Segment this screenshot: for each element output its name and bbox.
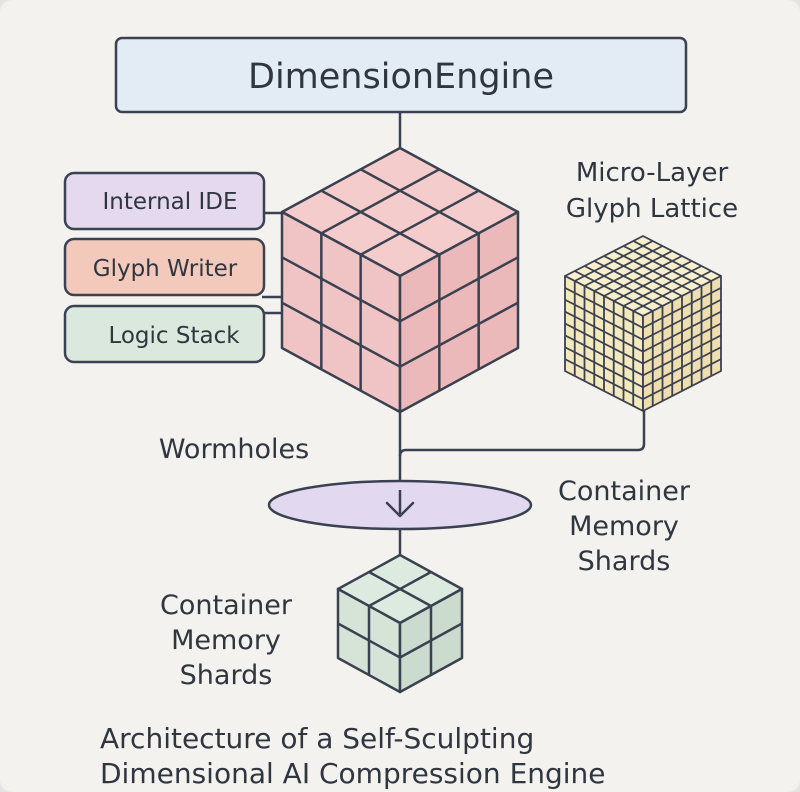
- main-cube-right-grid-line: [399, 301, 519, 368]
- shards-left-line1: Container: [160, 590, 293, 621]
- glyph-writer-box: [63, 237, 266, 297]
- engine-label: DimensionEngine: [248, 57, 554, 97]
- logic-stack-box: [63, 304, 266, 364]
- module-boxes: Internal IDE Glyph Writer Logic Stack: [63, 171, 266, 364]
- shard-cube-left-grid-line: [337, 622, 401, 659]
- logic-stack-label: Logic Stack: [108, 323, 240, 349]
- main-cube-left-grid-line: [281, 301, 401, 368]
- main-cube-top-grid-line: [320, 168, 440, 235]
- main-cube-top-grid-line: [360, 189, 480, 256]
- shard-cube-right-grid-line: [399, 622, 463, 659]
- shards-right-line1: Container: [558, 476, 691, 507]
- lattice-cube-top-grid-line: [584, 265, 663, 307]
- caption-line1: Architecture of a Self-Sculpting: [100, 722, 534, 755]
- internal-ide-box: [63, 171, 266, 231]
- glyph-writer-label: Glyph Writer: [93, 256, 238, 282]
- shards-right-line3: Shards: [578, 546, 671, 577]
- lattice-cube-right-grid-line: [642, 346, 722, 389]
- lattice-cube-top-grid-line: [574, 270, 654, 312]
- lattice-cube-top-grid-line: [623, 265, 702, 307]
- main-cube-top-grid-line: [320, 189, 440, 256]
- lattice-cube-left-grid-line: [564, 322, 644, 365]
- lattice-cube-top-grid-line: [593, 260, 673, 302]
- lattice-title-line2: Glyph Lattice: [566, 194, 738, 224]
- lattice-cube-top-grid-line: [632, 270, 712, 312]
- shards-right-line2: Memory: [569, 511, 679, 542]
- lattice-cube-right-grid-line: [642, 334, 722, 377]
- lattice-cube-top-grid-line: [613, 260, 693, 302]
- main-cube-top-grid-line: [360, 168, 480, 235]
- main-cube-right-grid-line: [399, 256, 519, 323]
- down-arrow-icon: [385, 501, 415, 518]
- lattice-cube-left-grid-line: [564, 358, 644, 400]
- internal-ide-label: Internal IDE: [103, 189, 238, 215]
- lattice-cube-right-grid-line: [642, 358, 722, 400]
- lattice-to-wormhole-connector: [398, 410, 646, 457]
- main-cube-left-grid-line: [281, 256, 401, 323]
- main-compression-cube: [280, 146, 520, 414]
- lattice-cube-left-grid-line: [564, 334, 644, 377]
- engine-box-frame: [114, 36, 688, 114]
- caption-line2: Dimensional AI Compression Engine: [100, 757, 606, 790]
- lattice-cube-left-grid-line: [564, 346, 644, 389]
- lattice-title-line1: Micro-Layer: [576, 158, 729, 188]
- lattice-cube-right-grid-line: [642, 322, 722, 365]
- lattice-cube-top-grid-line: [603, 255, 683, 297]
- memory-shard-cube: [336, 553, 464, 694]
- glyph-lattice-cube: [564, 235, 722, 412]
- shards-left-line2: Memory: [171, 625, 281, 656]
- shard-cube-top-grid-line: [368, 570, 432, 608]
- dimension-engine-box: DimensionEngine: [114, 36, 688, 114]
- shards-left-line3: Shards: [180, 660, 273, 691]
- wormholes-label: Wormholes: [159, 434, 309, 465]
